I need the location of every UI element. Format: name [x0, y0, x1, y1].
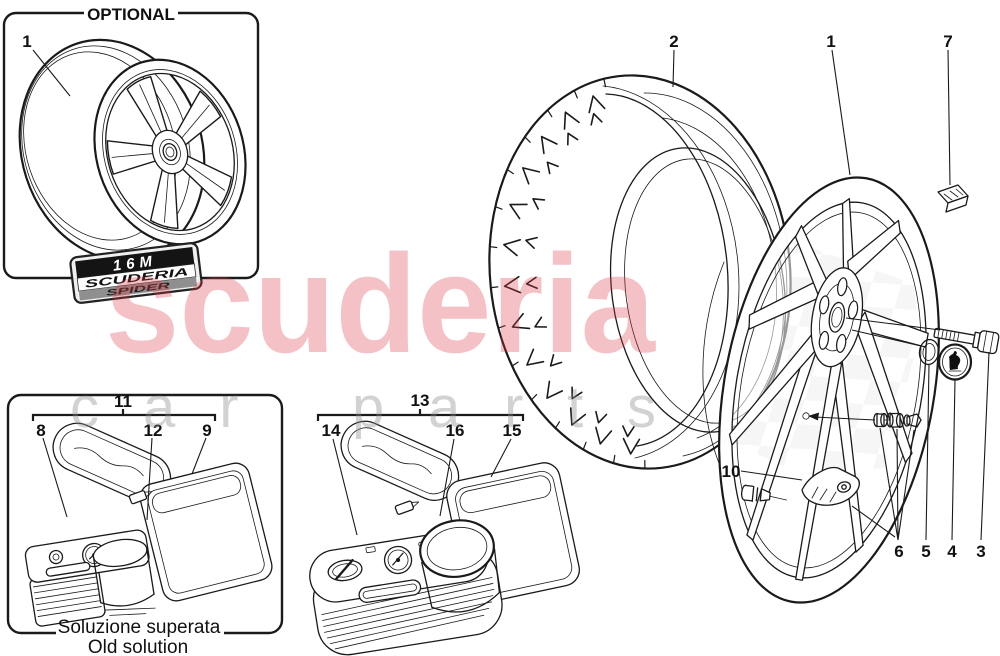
caption-old-solution-it: Soluzione superata — [58, 617, 221, 638]
caption-old-solution-en: Old solution — [88, 637, 188, 656]
leader-lines — [32, 49, 990, 541]
new-kit-drawing — [309, 420, 580, 656]
part-label-6: 6 — [894, 542, 903, 561]
watermark: scuderia car parts — [70, 225, 682, 440]
part-label-2: 2 — [669, 32, 678, 51]
watermark-car: car — [70, 375, 283, 440]
scuderia-16m-badge: 16M SCUDERIA SPIDER — [69, 242, 203, 304]
part-label-15: 15 — [503, 421, 522, 440]
part-label-1-optional: 1 — [22, 32, 31, 51]
part-label-4: 4 — [947, 542, 957, 561]
part-label-11: 11 — [114, 392, 132, 411]
part-label-8: 8 — [36, 421, 45, 440]
valve-stem-part10 — [740, 484, 787, 503]
bracket-11 — [31, 409, 217, 421]
bracket-13 — [316, 409, 525, 421]
optional-wheel-drawing — [71, 40, 269, 264]
watermark-scuderia: scuderia — [105, 225, 656, 382]
watermark-parts: parts — [352, 375, 682, 440]
badge-16m: 16M — [112, 252, 158, 274]
o-ring-part5 — [918, 338, 940, 366]
wheel-bolt-part3 — [933, 327, 1000, 355]
part-label-16: 16 — [446, 421, 465, 440]
part-label-14: 14 — [322, 421, 341, 440]
part-label-9: 9 — [202, 421, 211, 440]
part-label-1: 1 — [826, 32, 835, 51]
tire-drawing — [488, 74, 792, 470]
part-label-12: 12 — [144, 421, 163, 440]
valve-arrowhead — [808, 412, 819, 421]
center-cap-part4 — [937, 343, 973, 381]
part-label-10: 10 — [722, 462, 741, 481]
part-label-3: 3 — [976, 542, 985, 561]
part-label-7: 7 — [943, 32, 952, 51]
optional-box: OPTIONAL — [2, 3, 269, 304]
optional-title: OPTIONAL — [87, 5, 175, 24]
ferrari-horse-icon — [949, 350, 961, 370]
tpms-sensor-part10 — [801, 466, 860, 506]
valve-kit-part6 — [873, 412, 922, 428]
old-solution-box — [6, 393, 284, 638]
old-kit-drawing — [24, 422, 273, 627]
part-label-5: 5 — [921, 542, 930, 561]
part-label-13: 13 — [411, 391, 430, 410]
balance-weight-part7 — [937, 184, 969, 213]
